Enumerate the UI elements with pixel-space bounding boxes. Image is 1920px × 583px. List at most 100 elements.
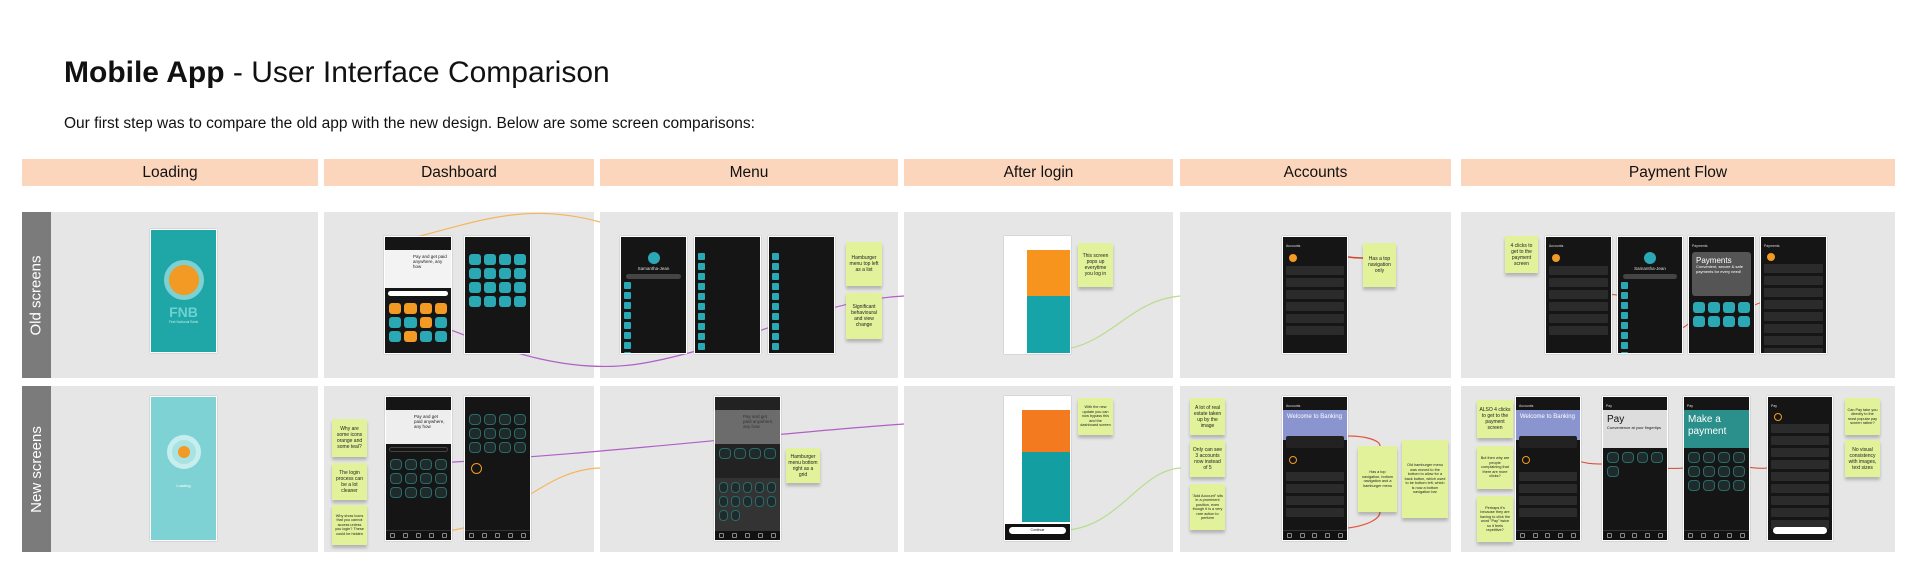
menu-item-icon — [624, 331, 631, 339]
app-icon — [767, 496, 776, 507]
menu-item-icon — [1621, 321, 1628, 329]
nav-icon — [508, 533, 513, 538]
menu-item — [698, 322, 757, 330]
menu-item-icon — [624, 301, 631, 309]
nav-icon — [482, 533, 487, 538]
app-icon — [499, 414, 511, 425]
account-row — [1519, 508, 1577, 517]
menu-item — [1621, 341, 1679, 349]
icon-grid — [465, 250, 530, 311]
app-icon — [514, 296, 526, 307]
nav-icon — [1658, 533, 1664, 538]
fnb-name: First National Bank — [168, 320, 199, 324]
bottom-navigation — [465, 530, 530, 540]
sticky-note-menu-new: Hamburger menu bottom right as a grid — [786, 448, 820, 483]
menu-item — [1621, 281, 1679, 289]
menu-item — [772, 332, 831, 340]
app-icon — [1733, 480, 1745, 491]
nav-icon — [1619, 533, 1625, 538]
account-row — [1549, 326, 1608, 335]
icon-column — [1005, 410, 1022, 540]
phone-screen-dashboard-old-1: Pay and get paid anywhere, any how — [384, 236, 452, 354]
menu-item-icon — [772, 272, 779, 280]
sticky-note-text: Perhaps it's because they are having to … — [1479, 505, 1511, 533]
app-icon — [435, 487, 447, 498]
menu-item-icon — [772, 302, 779, 310]
menu-item — [1621, 301, 1679, 309]
switch-user-button — [1623, 274, 1677, 279]
app-icon — [755, 496, 764, 507]
phone-screen-payment-new-4: Pay — [1767, 396, 1833, 541]
sticky-note-text: "Add Account" sits in a prominent positi… — [1192, 493, 1223, 521]
app-icon — [1607, 466, 1619, 477]
promo-content — [1005, 410, 1070, 540]
account-row — [1771, 448, 1829, 457]
phone-screen-dashboard-new-1: Pay and get paid anywhere, any how — [385, 396, 452, 541]
menu-item-icon — [772, 262, 779, 270]
menu-item — [698, 262, 757, 270]
top-bar: Payments — [1764, 244, 1780, 248]
app-icon — [499, 254, 511, 265]
app-icon — [1718, 480, 1730, 491]
menu-item — [1621, 321, 1679, 329]
icon-grid — [385, 299, 451, 346]
menu-item — [698, 352, 757, 353]
app-icon — [731, 482, 740, 493]
view-limits-button — [1773, 527, 1827, 534]
menu-item-icon — [1621, 301, 1628, 309]
app-icon — [420, 487, 432, 498]
sticky-note-accounts-new-5: Old hamburger menu was moved to the bott… — [1402, 440, 1448, 518]
nav-icon — [745, 533, 750, 538]
app-icon — [764, 448, 776, 459]
menu-item-icon — [698, 292, 705, 300]
top-bar: Pay — [1606, 404, 1613, 408]
top-bar — [465, 243, 530, 250]
nav-icon — [495, 533, 500, 538]
account-row — [1771, 460, 1829, 469]
search-input — [389, 447, 448, 452]
sticky-note-text: Only can see 3 accounts now instead of 5 — [1192, 446, 1223, 471]
nav-icon — [1632, 533, 1638, 538]
avatar — [1644, 252, 1656, 264]
app-icon — [499, 442, 511, 453]
menu-item-icon — [772, 352, 779, 353]
menu-item — [1621, 331, 1679, 339]
sticky-note-text: But then why are people complaining that… — [1480, 456, 1510, 479]
app-icon — [1723, 302, 1735, 313]
nav-icon — [1299, 533, 1305, 538]
menu-item-icon — [624, 341, 631, 349]
icon-grid — [715, 444, 780, 463]
app-icon — [514, 254, 526, 265]
app-icon — [514, 282, 526, 293]
sticky-note-payment-new-1: ALSO 4 clicks to get to the payment scre… — [1477, 400, 1513, 438]
sticky-note-dashboard-new-1: Why are some icons orange and some teal? — [332, 419, 367, 457]
app-icon — [389, 303, 402, 314]
app-icon — [404, 317, 417, 328]
nav-icon — [1325, 533, 1331, 538]
menu-item-icon — [1621, 331, 1628, 339]
sticky-note-text: Can Pay take you directly to the most po… — [1847, 407, 1878, 426]
sticky-note-accounts-new-2: Only can see 3 accounts now instead of 5 — [1190, 440, 1225, 477]
sticky-note-text: With the new update you can now bypass t… — [1080, 405, 1111, 428]
top-bar: Payments — [1692, 244, 1708, 248]
sticky-note-accounts-old: Has a top navigation only — [1363, 243, 1396, 287]
bottom-navigation — [715, 530, 780, 540]
menu-item — [698, 342, 757, 350]
add-icon — [471, 463, 482, 474]
menu-item-icon — [698, 332, 705, 340]
nav-icon — [429, 533, 434, 538]
menu-item-icon — [772, 312, 779, 320]
sticky-note-text: Hamburger menu bottom right as a grid — [788, 453, 818, 478]
app-icon — [514, 428, 526, 439]
top-bar: Pay — [1771, 404, 1778, 408]
user-name: Samantha-Jean — [637, 266, 670, 271]
sticky-note-text: This screen pops up everytime you log in — [1082, 253, 1109, 277]
phone-screen-menu-old-1: Samantha-Jean — [620, 236, 687, 354]
app-icon — [1621, 452, 1634, 463]
menu-item-icon — [1621, 341, 1628, 349]
sticky-note-text: Why are some icons orange and some teal? — [336, 426, 363, 450]
